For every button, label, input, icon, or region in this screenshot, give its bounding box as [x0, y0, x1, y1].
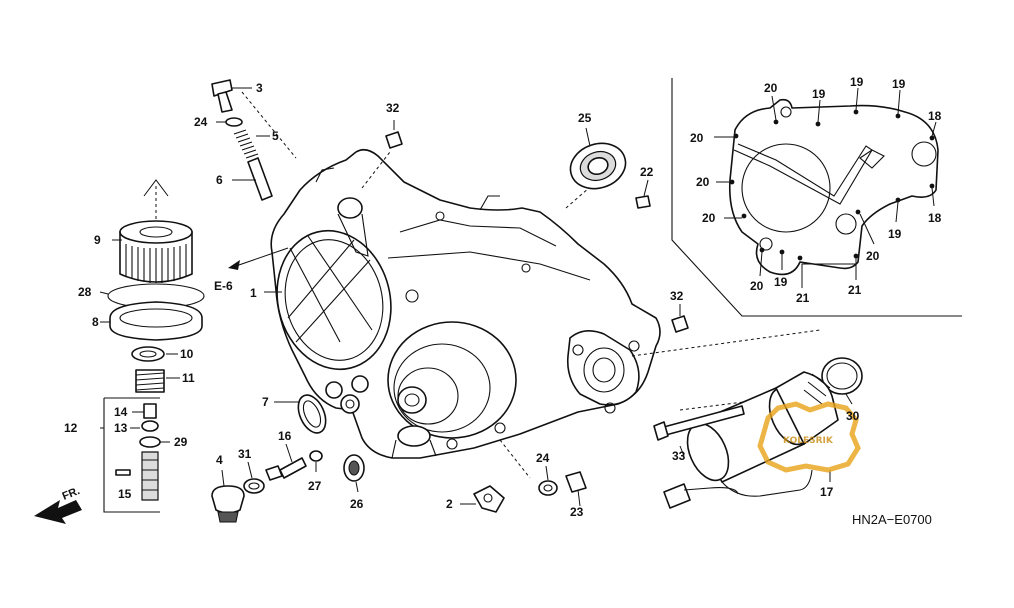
callout-9: 9	[94, 233, 101, 247]
callout-12: 12	[64, 421, 78, 435]
callout-6: 6	[216, 173, 223, 187]
callout-19-b: 19	[850, 75, 864, 89]
oil-filter-assembly	[99, 179, 205, 513]
callout-8: 8	[92, 315, 99, 329]
callout-19-a: 19	[812, 87, 826, 101]
callout-23: 23	[570, 505, 584, 519]
watermark-text: KOLESRIK	[783, 436, 834, 446]
callout-labels: 3 24 5 6 32 25 22 9 28 8 10 11 12 14 13 …	[64, 75, 942, 519]
callout-31: 31	[238, 447, 252, 461]
callout-20-e: 20	[866, 249, 880, 263]
diagram-code: HN2A−E0700	[852, 512, 932, 527]
reference-code: E-6	[214, 279, 233, 293]
watermark-badge: KOLESRIK	[757, 401, 861, 473]
callout-5: 5	[272, 129, 279, 143]
callout-17: 17	[820, 485, 834, 499]
check-bolt-group	[211, 79, 273, 201]
front-direction-indicator: FR.	[34, 485, 82, 524]
callout-27: 27	[308, 479, 322, 493]
callout-14: 14	[114, 405, 128, 419]
front-direction-label: FR.	[61, 485, 82, 503]
callout-20-b: 20	[690, 131, 704, 145]
callout-19-e: 19	[774, 275, 788, 289]
callout-28: 28	[78, 285, 92, 299]
callout-21-a: 21	[796, 291, 810, 305]
callout-20-d: 20	[702, 211, 716, 225]
callout-7: 7	[262, 395, 269, 409]
callout-3: 3	[256, 81, 263, 95]
small-parts	[211, 120, 689, 523]
callout-25: 25	[578, 111, 592, 125]
callout-20-f: 20	[750, 279, 764, 293]
callout-20-c: 20	[696, 175, 710, 189]
callout-2: 2	[446, 497, 453, 511]
gasket-inset	[671, 78, 962, 317]
crankcase-cover	[270, 148, 661, 459]
callout-29: 29	[174, 435, 188, 449]
callout-10: 10	[180, 347, 194, 361]
callout-33: 33	[672, 449, 686, 463]
callout-32-top: 32	[386, 101, 400, 115]
callout-24-top: 24	[194, 115, 208, 129]
callout-18-a: 18	[928, 109, 942, 123]
callout-4: 4	[216, 453, 223, 467]
callout-20-a: 20	[764, 81, 778, 95]
callout-15: 15	[118, 487, 132, 501]
callout-19-d: 19	[888, 227, 902, 241]
callout-24-bottom: 24	[536, 451, 550, 465]
callout-13: 13	[114, 421, 128, 435]
callout-1: 1	[250, 286, 257, 300]
callout-22: 22	[640, 165, 654, 179]
callout-32-right: 32	[670, 289, 684, 303]
callout-30: 30	[846, 409, 860, 423]
callout-21-b: 21	[848, 283, 862, 297]
callout-26: 26	[350, 497, 364, 511]
callout-19-c: 19	[892, 77, 906, 91]
callout-11: 11	[182, 371, 195, 385]
callout-18-b: 18	[928, 211, 942, 225]
callout-16: 16	[278, 429, 292, 443]
